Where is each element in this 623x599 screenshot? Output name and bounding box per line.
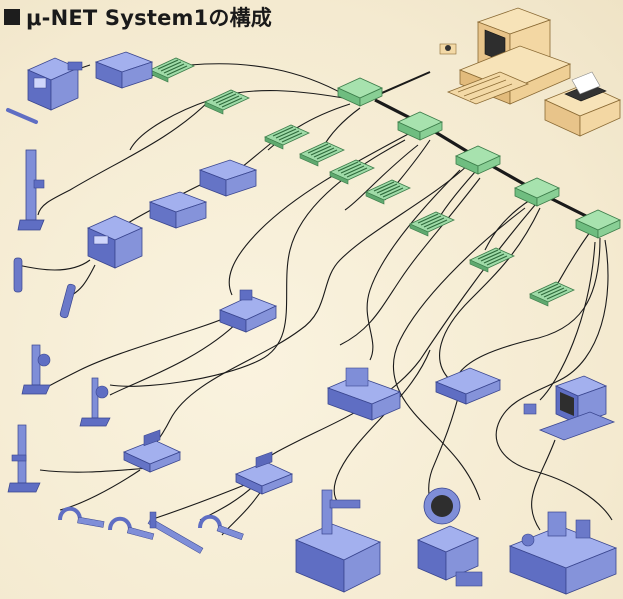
data-processor-unit-1 [199, 159, 257, 197]
keypad-terminal-1 [149, 57, 195, 83]
surface-roughness-tester [218, 289, 278, 333]
workstation [523, 375, 616, 441]
keypad-terminal-2 [204, 89, 250, 115]
keypad-terminal-9 [529, 281, 575, 307]
printer [543, 71, 622, 137]
dial-gauge-stand-2 [79, 377, 111, 427]
page-title: μ-NET System1の構成 [4, 2, 272, 32]
measuring-probe [6, 108, 38, 124]
height-gauge-2 [7, 424, 41, 493]
display-unit [27, 57, 79, 111]
dial-gauge-stand-1 [21, 344, 51, 395]
measuring-probe-2 [13, 257, 23, 293]
connection-wires [17, 63, 613, 536]
data-processor-unit-3 [123, 429, 181, 473]
data-processor-unit-4 [235, 451, 293, 495]
amplifier-unit [95, 51, 153, 89]
title-text: μ-NET System1の構成 [26, 6, 273, 30]
keypad-terminal-5 [329, 159, 375, 185]
data-processor-unit-2 [149, 191, 207, 229]
height-gauge-1 [17, 149, 45, 231]
caliper [147, 511, 204, 554]
measuring-probe-3 [59, 283, 76, 319]
keypad-terminal-3 [264, 124, 310, 150]
profile-projector [416, 487, 483, 587]
surface-measuring-machine [508, 511, 618, 595]
micrometer-3 [198, 514, 244, 541]
micrometer-2 [108, 516, 155, 540]
keypad-terminal-4 [299, 141, 345, 167]
counter-unit [87, 215, 143, 269]
micrometer-1 [58, 506, 105, 528]
keypad-terminal-6 [365, 179, 411, 205]
connector [67, 61, 83, 71]
personal-computer [439, 7, 572, 105]
keypad-terminal-7 [409, 211, 455, 237]
coordinate-measuring-machine [294, 489, 381, 593]
square-bullet-icon [4, 9, 20, 25]
roundness-tester [326, 367, 402, 421]
instrument-console [434, 367, 502, 405]
